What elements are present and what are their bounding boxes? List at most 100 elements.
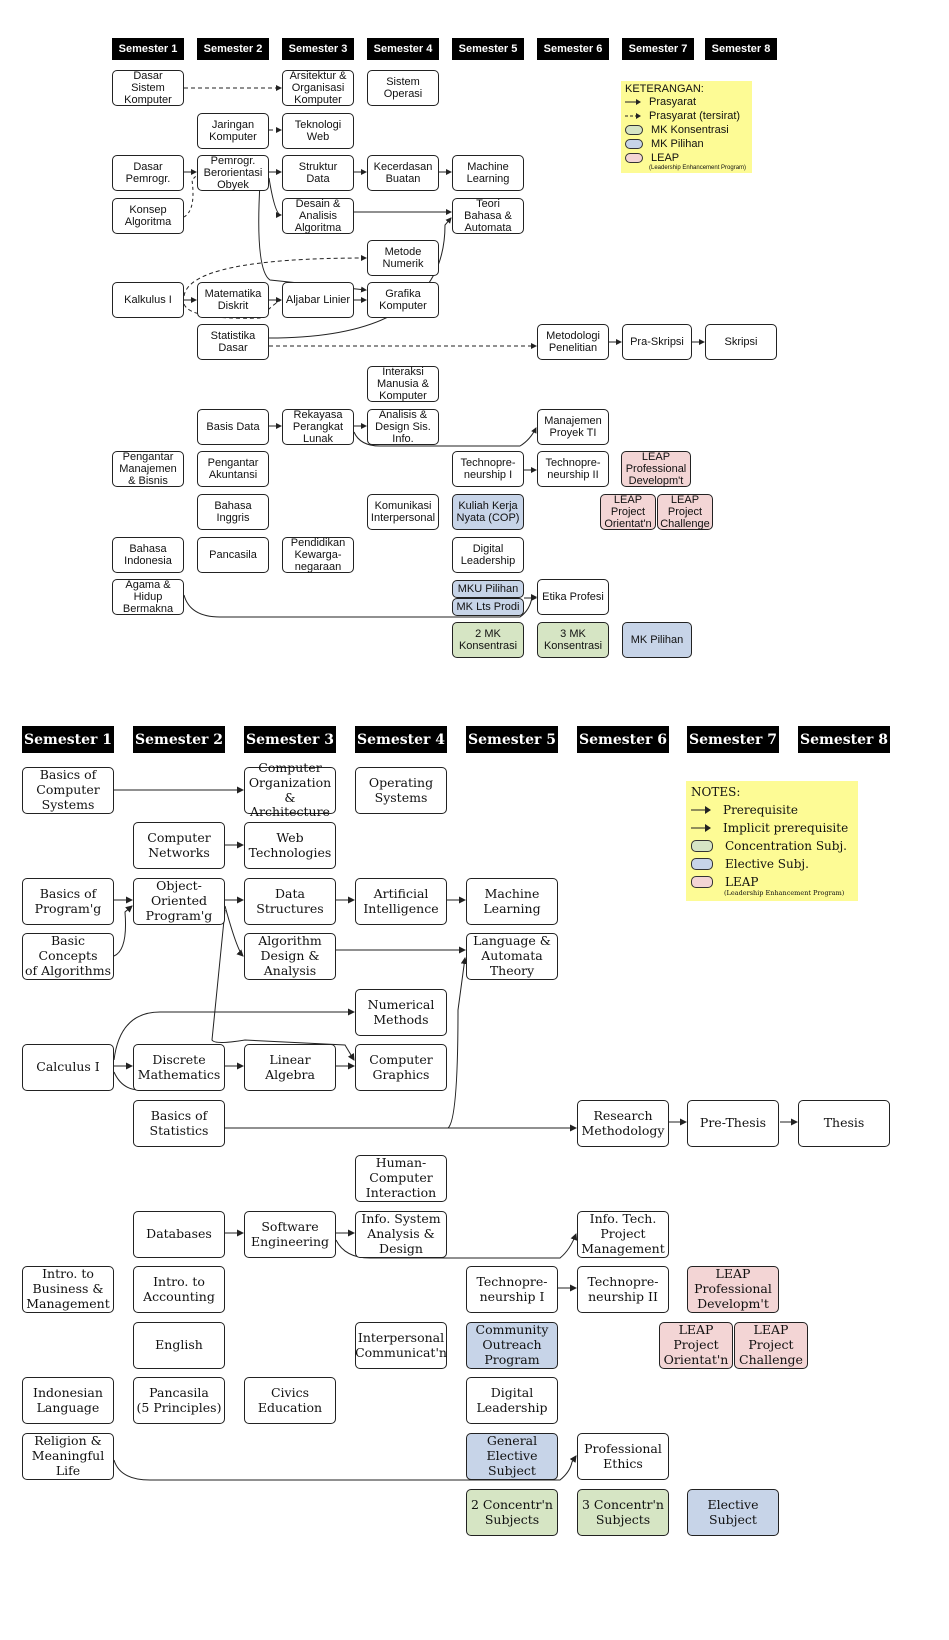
course-skripsi: Skripsi [705,324,777,360]
course-teori-bahasa-automata: Teori Bahasa & Automata [452,198,524,234]
course-numerical-methods: Numerical Methods [355,989,447,1036]
course-mku-pilihan: MKU Pilihan [452,580,524,598]
course-pre-thesis: Pre-Thesis [687,1100,779,1147]
course-research-methodology: Research Methodology [577,1100,669,1147]
course-thesis: Thesis [798,1100,890,1147]
course-human-computer-interaction: Human- Computer Interaction [355,1155,447,1202]
course-elective-subject: Elective Subject [687,1489,779,1536]
course-technopreneurship-1: Technopre- neurship I [452,451,524,487]
course-pancasila-en: Pancasila (5 Principles) [133,1377,225,1424]
course-pra-skripsi: Pra-Skripsi [622,324,692,360]
course-analisis-design-sis-info: Analisis & Design Sis. Info. [367,409,439,445]
course-metodologi-penelitian: Metodologi Penelitian [537,324,609,360]
solid-arrow-icon [691,806,711,814]
course-basic-concepts-algorithms: Basic Concepts of Algorithms [22,933,114,980]
course-basics-computer-systems: Basics of Computer Systems [22,767,114,814]
course-artificial-intelligence: Artificial Intelligence [355,878,447,925]
course-aljabar-linier: Aljabar Linier [282,282,354,318]
course-kalkulus: Kalkulus I [112,282,184,318]
course-3-concentration-subjects: 3 Concentr'n Subjects [577,1489,669,1536]
course-data-structures: Data Structures [244,878,336,925]
course-object-oriented-programming: Object- Oriented Program'g [133,878,225,925]
course-machine-learning-en: Machine Learning [466,878,558,925]
course-kuliah-kerja-nyata: Kuliah Kerja Nyata (COP) [452,494,524,530]
semester-5-header-en: Semester 5 [466,726,558,753]
semester-7-header-en: Semester 7 [687,726,779,753]
course-etika-profesi: Etika Profesi [537,579,609,615]
course-basics-programming: Basics of Program'g [22,878,114,925]
course-leap-project-challenge: LEAP Project Challenge [657,494,713,530]
legend-implicit-prerequisite-en: Implicit prerequisite [691,821,848,835]
course-mk-pilihan: MK Pilihan [622,622,692,658]
semester-2-header-en: Semester 2 [133,726,225,753]
course-konsep-algoritma: Konsep Algoritma [112,198,184,234]
legend-leap-note: (Leadership Enhancement Program) [649,165,747,171]
legend-concentration: MK Konsentrasi [625,124,729,136]
legend-elective: MK Pilihan [625,138,704,150]
course-struktur-data: Struktur Data [282,155,354,191]
prerequisite-arrows-id [183,85,705,618]
course-komunikasi-interpersonal: Komunikasi Interpersonal [367,494,439,530]
semester-4-header-en: Semester 4 [355,726,447,753]
semester-8-header-en: Semester 8 [798,726,890,753]
course-calculus: Calculus I [22,1044,114,1091]
course-machine-learning: Machine Learning [452,155,524,191]
legend-prerequisite: Prasyarat [625,96,696,108]
course-web-technologies: Web Technologies [244,822,336,869]
course-civics-education: Civics Education [244,1377,336,1424]
course-arsitektur-organisasi: Arsitektur & Organisasi Komputer [282,70,354,106]
concentration-swatch-icon [691,840,713,852]
course-software-engineering: Software Engineering [244,1211,336,1258]
legend-title-en: NOTES: [691,785,741,799]
course-jaringan-komputer: Jaringan Komputer [197,113,269,149]
course-desain-analisis-algoritma: Desain & Analisis Algoritma [282,198,354,234]
course-leap-project-orientation-en: LEAP Project Orientat'n [659,1322,733,1369]
course-pengantar-manajemen-bisnis: Pengantar Manajemen & Bisnis [112,451,184,487]
course-digital-leadership-en: Digital Leadership [466,1377,558,1424]
course-interaksi-manusia-komputer: Interaksi Manusia & Komputer [367,366,439,402]
legend-implicit-prerequisite: Prasyarat (tersirat) [625,110,740,122]
course-dasar-pemrogr: Dasar Pemrogr. [112,155,184,191]
course-leap-professional-development: LEAP Professional Developm't [621,451,691,487]
course-teknologi-web: Teknologi Web [282,113,354,149]
course-bahasa-inggris: Bahasa Inggris [197,494,269,530]
course-grafika-komputer: Grafika Komputer [367,282,439,318]
course-3-mk-konsentrasi: 3 MK Konsentrasi [537,622,609,658]
course-computer-networks: Computer Networks [133,822,225,869]
semester-3-header: Semester 3 [282,38,354,60]
legend-en: NOTES: Prerequisite Implicit prerequisit… [686,781,858,901]
legend-concentration-en: Concentration Subj. [691,839,847,853]
leap-swatch-icon [691,876,713,888]
semester-4-header: Semester 4 [367,38,439,60]
course-mk-lts-prodi: MK Lts Prodi [452,598,524,616]
solid-arrow-icon [625,99,641,105]
semester-1-header: Semester 1 [112,38,184,60]
course-2-mk-konsentrasi: 2 MK Konsentrasi [452,622,524,658]
semester-2-header: Semester 2 [197,38,269,60]
course-digital-leadership: Digital Leadership [452,537,524,573]
course-community-outreach-program: Community Outreach Program [466,1322,558,1369]
semester-3-header-en: Semester 3 [244,726,336,753]
course-english: English [133,1322,225,1369]
course-it-project-management: Info. Tech. Project Management [577,1211,669,1258]
legend-leap-en: LEAP [691,875,758,889]
course-matematika-diskrit: Matematika Diskrit [197,282,269,318]
course-pancasila: Pancasila [197,537,269,573]
course-sistem-operasi: Sistem Operasi [367,70,439,106]
course-interpersonal-communication: Interpersonal Communicat'n [355,1322,447,1369]
course-info-system-analysis-design: Info. System Analysis & Design [355,1211,447,1258]
elective-swatch-icon [625,139,643,149]
course-kecerdasan-buatan: Kecerdasan Buatan [367,155,439,191]
course-religion-meaningful-life: Religion & Meaningful Life [22,1433,114,1480]
course-manajemen-proyek-ti: Manajemen Proyek TI [537,409,609,445]
arrow-icon [691,824,711,832]
course-dasar-sistem-komputer: Dasar Sistem Komputer [112,70,184,106]
course-agama-hidup-bermakna: Agama & Hidup Bermakna [112,579,184,615]
course-algorithm-design-analysis: Algorithm Design & Analysis [244,933,336,980]
course-language-automata-theory: Language & Automata Theory [466,933,558,980]
legend-leap: LEAP [625,152,679,164]
course-pendidikan-kewarganegaraan: Pendidikan Kewarga- negaraan [282,537,354,573]
course-professional-ethics: Professional Ethics [577,1433,669,1480]
course-pemrogr-oo: Pemrogr. Berorientasi Obyek [197,155,269,191]
